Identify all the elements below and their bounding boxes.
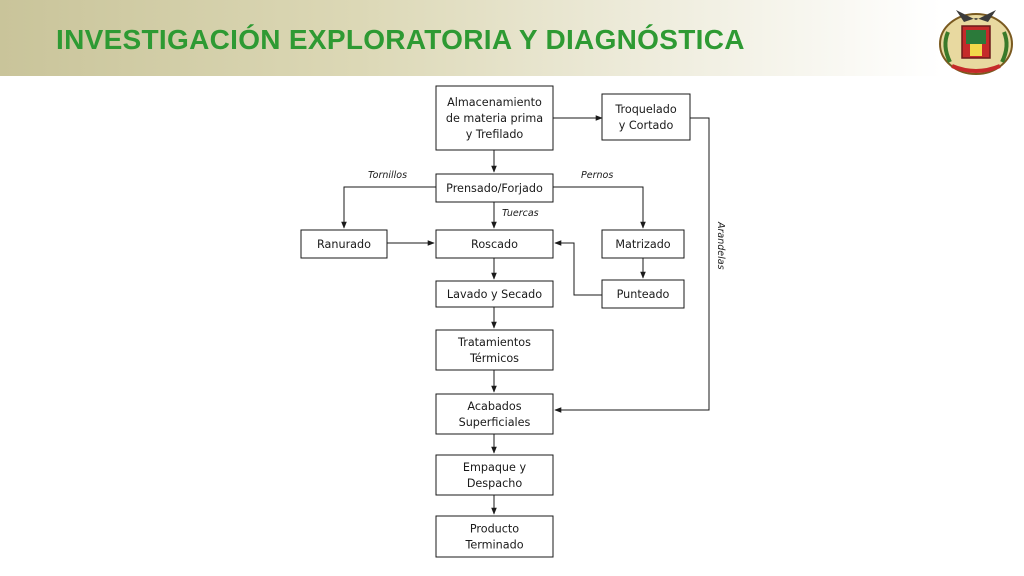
node-label-acabados-line-1: Superficiales bbox=[459, 416, 531, 429]
node-label-producto-line-1: Terminado bbox=[464, 539, 523, 552]
node-label-tratamientos-line-1: Térmicos bbox=[469, 352, 519, 365]
node-label-tratamientos-line-0: Tratamientos bbox=[457, 336, 531, 349]
node-label-matrizado-line-0: Matrizado bbox=[615, 238, 670, 251]
node-label-troquelado-line-0: Troquelado bbox=[614, 103, 677, 116]
node-label-producto-line-0: Producto bbox=[470, 523, 519, 536]
edge-label-tornillos: Tornillos bbox=[368, 170, 407, 181]
edge-label-tuercas: Tuercas bbox=[502, 208, 539, 219]
node-lavado: Lavado y Secado bbox=[435, 280, 554, 308]
node-label-almacenamiento-line-0: Almacenamiento bbox=[447, 96, 542, 109]
node-punteado: Punteado bbox=[601, 279, 685, 309]
edge-punteado-roscado bbox=[554, 240, 602, 296]
edge-prensado-ranurado bbox=[341, 186, 436, 229]
node-ranurado: Ranurado bbox=[300, 229, 388, 259]
edges bbox=[341, 115, 710, 515]
node-prensado: Prensado/Forjado bbox=[435, 173, 554, 203]
node-label-acabados-line-0: Acabados bbox=[467, 400, 521, 413]
node-label-ranurado-line-0: Ranurado bbox=[317, 238, 371, 251]
node-label-lavado-line-0: Lavado y Secado bbox=[447, 288, 542, 301]
node-label-empaque-line-0: Empaque y bbox=[463, 461, 527, 474]
node-matrizado: Matrizado bbox=[601, 229, 685, 259]
node-label-almacenamiento-line-1: de materia prima bbox=[446, 112, 543, 125]
edge-label-pernos: Pernos bbox=[581, 170, 613, 181]
node-label-empaque-line-1: Despacho bbox=[467, 477, 523, 490]
node-almacenamiento: Almacenamiento de materia prima y Trefilad… bbox=[435, 85, 554, 151]
node-label-roscado-line-0: Roscado bbox=[471, 238, 518, 251]
edge-prensado-matrizado bbox=[553, 186, 646, 229]
node-label-prensado-line-0: Prensado/Forjado bbox=[446, 182, 543, 195]
header-band bbox=[0, 0, 1024, 76]
node-label-punteado-line-0: Punteado bbox=[617, 288, 670, 301]
edge-troquelado-acabados bbox=[554, 117, 710, 413]
node-troquelado: Troquelado y Cortado bbox=[601, 93, 691, 141]
edge-label-arandelas: Arandelas bbox=[715, 221, 726, 270]
page-title: INVESTIGACIÓN EXPLORATORIA Y DIAGNÓSTICA bbox=[56, 24, 745, 55]
university-emblem-icon bbox=[939, 10, 1013, 75]
node-empaque: Empaque y Despacho bbox=[435, 454, 554, 496]
node-label-troquelado-line-1: y Cortado bbox=[619, 119, 674, 132]
node-roscado: Roscado bbox=[435, 229, 554, 259]
node-label-almacenamiento-line-2: y Trefilado bbox=[466, 128, 524, 141]
